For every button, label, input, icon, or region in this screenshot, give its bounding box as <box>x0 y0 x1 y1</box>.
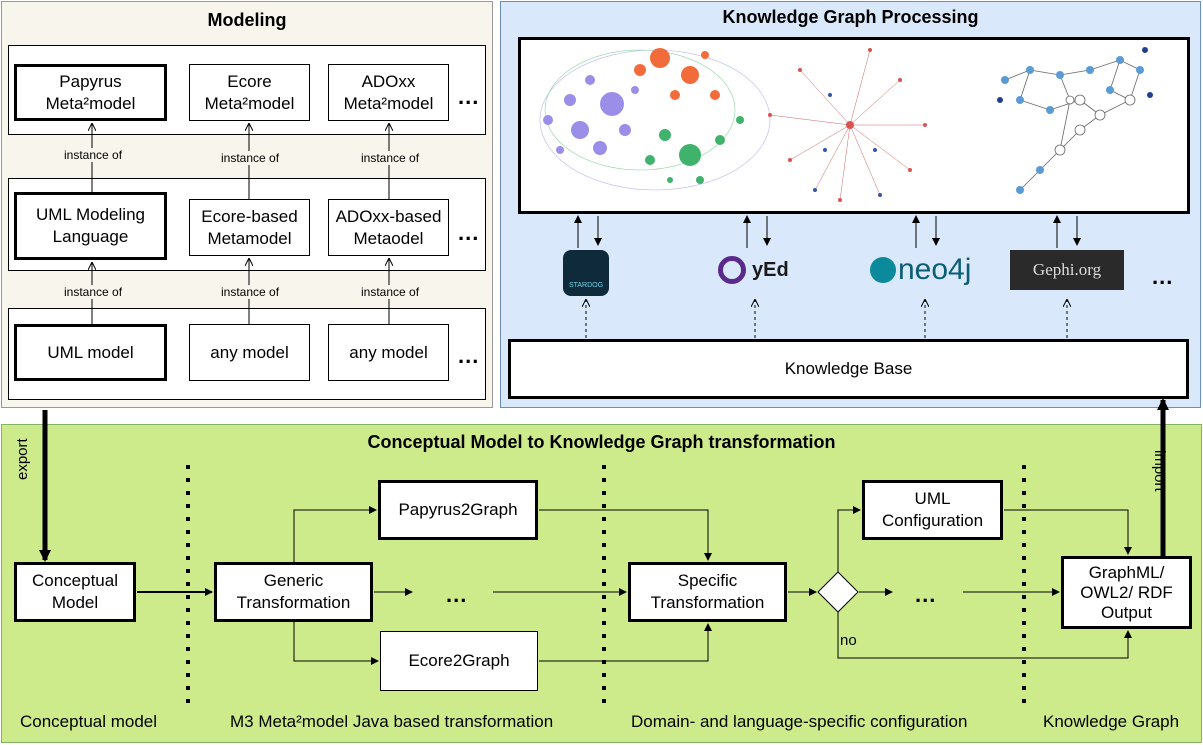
yed-logo: yEd <box>718 250 796 290</box>
transform-ellipsis-1: ... <box>446 582 468 607</box>
footer-knowledge-graph: Knowledge Graph <box>1043 712 1180 731</box>
any-model-box-2: any model <box>328 324 449 381</box>
tools-ellipsis: ... <box>1152 264 1174 289</box>
flow-arrows <box>137 506 1132 665</box>
ecore-meta2model-box: Ecore Meta²model <box>189 64 310 121</box>
papyrus-meta2model-box: Papyrus Meta²model <box>14 64 167 121</box>
kb-dashed-arrows <box>586 300 1067 338</box>
instance-of-label: instance of <box>359 151 422 165</box>
any-model-box-1: any model <box>189 324 310 381</box>
graph-art-right <box>997 47 1153 194</box>
graph-art-left <box>539 48 771 191</box>
footer-domain-configuration: Domain- and language-specific configurat… <box>631 712 968 731</box>
adoxx-meta2model-box: ADOxx Meta²model <box>328 64 449 121</box>
uml-model-box: UML model <box>14 324 167 381</box>
graph-output-box: GraphML/ OWL2/ RDF Output <box>1061 556 1192 629</box>
modeling-title: Modeling <box>207 10 287 30</box>
instance-of-label: instance of <box>219 285 282 299</box>
specific-transformation-box: Specific Transformation <box>628 562 787 622</box>
conceptual-model-box: Conceptual Model <box>14 562 136 622</box>
adoxx-metamodel-box: ADOxx-based Metaodel <box>328 199 449 256</box>
no-label: no <box>840 632 857 649</box>
instance-of-label: instance of <box>62 148 125 162</box>
knowledge-base-box: Knowledge Base <box>508 339 1189 399</box>
ecore-metamodel-box: Ecore-based Metamodel <box>189 199 310 256</box>
kgp-title: Knowledge Graph Processing <box>722 7 979 27</box>
transform-panel <box>1 424 1202 743</box>
row1-ellipsis: ... <box>458 84 480 109</box>
instance-of-label: instance of <box>359 285 422 299</box>
stardog-logo: STARDOG <box>563 250 609 296</box>
phase-separators <box>186 465 1026 705</box>
transform-title: Conceptual Model to Knowledge Graph tran… <box>367 432 836 452</box>
neo4j-logo: neo4j <box>870 250 985 290</box>
row2-ellipsis: ... <box>458 220 480 245</box>
transform-ellipsis-2: ... <box>915 582 937 607</box>
generic-transformation-box: Generic Transformation <box>214 562 373 622</box>
uml-language-box: UML Modeling Language <box>14 192 167 260</box>
ecore2graph-box: Ecore2Graph <box>380 631 538 691</box>
instance-of-label: instance of <box>219 151 282 165</box>
tool-arrows <box>574 215 1081 248</box>
row3-ellipsis: ... <box>458 343 480 368</box>
graph-art-middle <box>768 48 927 202</box>
instance-of-label: instance of <box>62 285 125 299</box>
gephi-logo: Gephi.org <box>1010 250 1124 290</box>
footer-conceptual-model: Conceptual model <box>20 712 158 731</box>
uml-configuration-box: UML Configuration <box>862 480 1003 540</box>
papyrus2graph-box: Papyrus2Graph <box>378 480 538 540</box>
footer-m3-transformation: M3 Meta²model Java based transformation <box>230 712 554 731</box>
